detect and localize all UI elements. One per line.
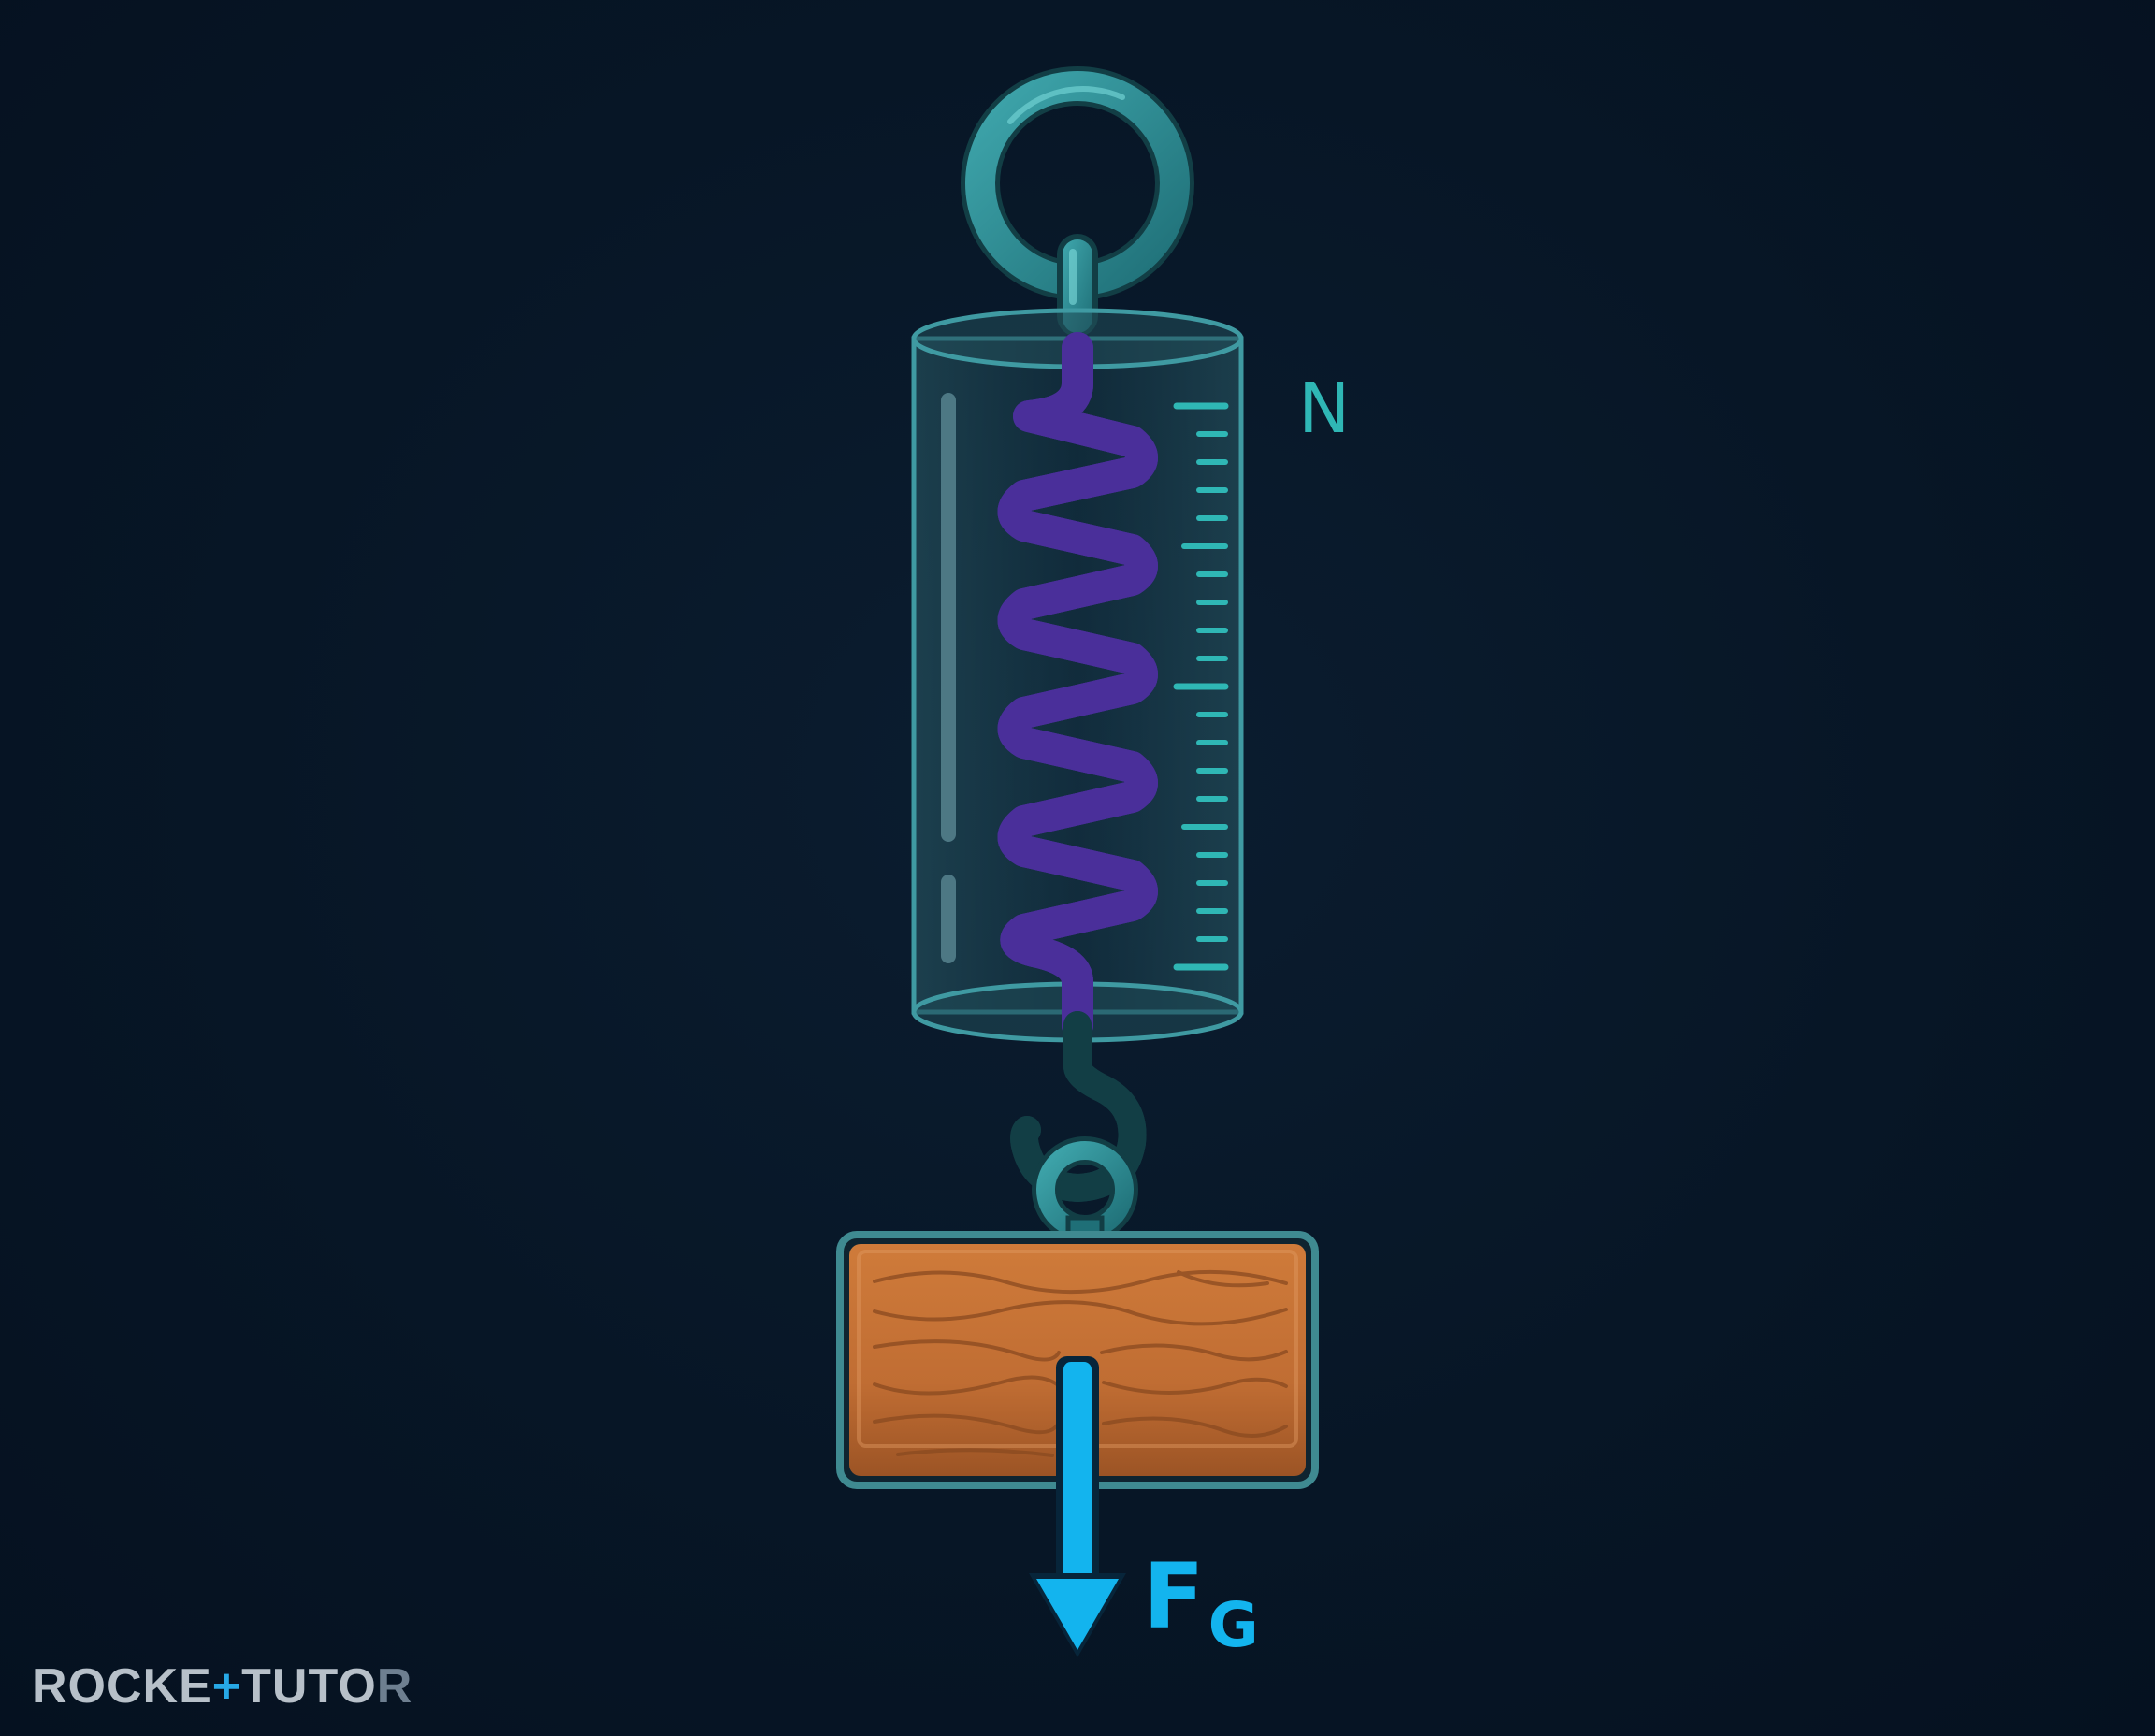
logo-plus: + bbox=[211, 1659, 242, 1714]
scale-ticks bbox=[1173, 402, 1229, 971]
spring bbox=[1014, 332, 1143, 1041]
logo-text-tail: R bbox=[376, 1659, 413, 1714]
logo-text-part2: TUTO bbox=[241, 1659, 377, 1714]
wood-grain bbox=[873, 1269, 1288, 1457]
force-label-subscript: G bbox=[1208, 1589, 1259, 1661]
glass-highlight bbox=[941, 393, 956, 842]
glass-highlight-lower bbox=[941, 875, 956, 963]
force-label-main: F bbox=[1143, 1544, 1205, 1649]
logo-text-part1: ROCKE bbox=[32, 1659, 212, 1714]
gravity-force-arrow bbox=[1029, 1356, 1126, 1657]
force-label: FG bbox=[1143, 1544, 1259, 1661]
unit-label: N bbox=[1298, 369, 1350, 449]
